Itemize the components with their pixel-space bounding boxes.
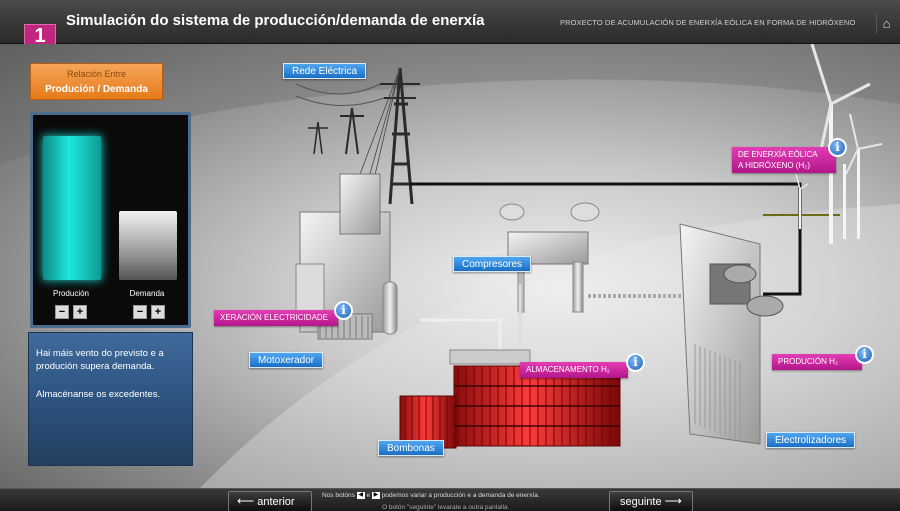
arrow-right-icon: ⟶ [664,494,682,508]
eolica-line1: DE ENERXÍA EÓLICA [738,150,818,159]
key-right-icon: ▶ [371,492,380,499]
background-swoosh-top [0,44,900,164]
gas-cylinders [399,349,621,449]
seguinte-button[interactable]: seguinte ⟶ [609,491,693,511]
footer-bar: ⟵ anterior Nos botóns ◀ e ▶ podemos vari… [0,488,900,511]
hint-line-1: Nos botóns ◀ e ▶ podemos variar a produc… [322,492,540,499]
info-almacenamento-icon[interactable]: i [626,353,645,372]
arrow-left-icon: ⟵ [237,494,255,508]
electrolizadores-label[interactable]: Electrolizadores [766,432,856,448]
header-bar: 1 Simulación do sistema de producción/de… [0,0,900,47]
info-eolica-icon[interactable]: i [828,138,847,157]
demand-plus-button[interactable]: + [151,305,165,319]
relation-line1: Relación Entre [66,69,127,79]
info-producion-icon[interactable]: i [855,345,874,364]
message-text-1: Hai máis vento do previsto e a produción… [36,348,164,372]
info-xeracion-icon[interactable]: i [334,301,353,320]
production-minus-button[interactable]: − [55,305,69,319]
key-left-icon: ◀ [356,492,365,499]
electrolyzer-unit [679,223,784,445]
home-icon[interactable]: ⌂ [876,14,896,34]
demand-label: Demanda [129,289,165,298]
bar-panel: Produción Demanda − + − + [30,112,191,328]
hint-line-2: O botón "seguinte" levarate a outra pant… [382,504,508,511]
compresores-label[interactable]: Compresores [453,256,532,272]
seguinte-label: seguinte [620,496,662,508]
relation-line2: Produción / Demanda [45,84,148,95]
eolica-hidroxeno-label: DE ENERXÍA EÓLICA A HIDRÓXENO (H₂) [732,147,836,173]
demand-minus-button[interactable]: − [133,305,147,319]
motoxerador-label[interactable]: Motoxerador [249,352,324,368]
power-line [410,182,802,296]
project-title: PROXECTO DE ACUMULACIÓN DE ENERXÍA EÓLIC… [560,18,856,27]
message-text-2: Almacénanse os excedentes. [36,389,161,400]
xeracion-label: XERACIÓN ELECTRICIDADE [214,310,338,326]
hint-after: podemos variar a producción e a demanda … [381,492,540,500]
demand-bar [119,211,177,280]
page-title: Simulación do sistema de producción/dema… [66,12,485,29]
production-bar [43,136,101,280]
production-plus-button[interactable]: + [73,305,87,319]
step-number-badge: 1 [24,24,56,47]
producion-h2-label: PRODUCIÓN H₂ [772,354,862,370]
hint-mid: e [366,492,371,500]
rede-electrica-label[interactable]: Rede Eléctrica [283,63,367,79]
eolica-line2: A HIDRÓXENO (H₂) [738,161,810,170]
pipe-generator [420,318,502,350]
anterior-button[interactable]: ⟵ anterior [228,491,312,511]
transmission-towers [295,67,420,255]
hint-before: Nos botóns [322,492,355,500]
wind-turbines [795,44,883,244]
anterior-label: anterior [257,496,295,508]
almacenamento-label: ALMACENAMENTO H₂ [520,362,628,378]
production-label: Produción [52,289,90,298]
scene-illustration [0,44,900,488]
relation-header: Relación Entre Produción / Demanda [30,63,163,100]
bombonas-label[interactable]: Bombonas [378,440,444,456]
message-box: Hai máis vento do previsto e a produción… [28,332,193,466]
